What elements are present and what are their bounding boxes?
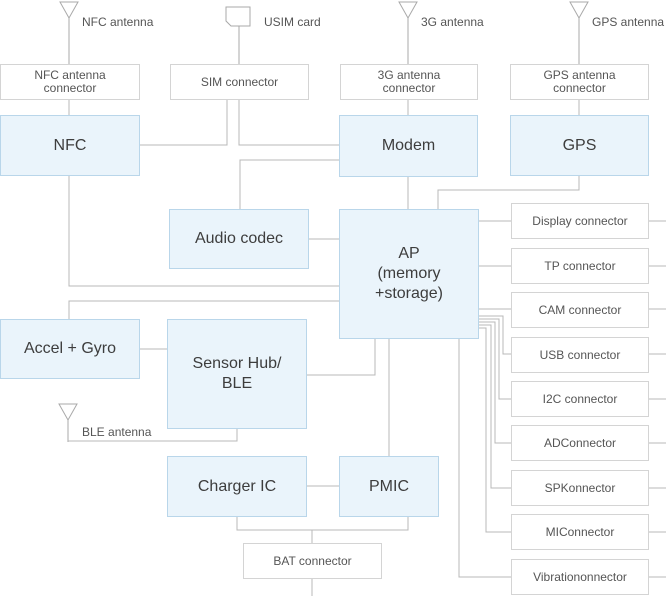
usim-card-label: USIM card — [264, 15, 321, 29]
usb-connector-label: USB connector — [539, 347, 621, 362]
gps-antenna-label: GPS antenna — [592, 15, 665, 29]
audio-codec-block-label: Audio codec — [194, 230, 284, 247]
tp-connector: TP connector — [511, 248, 649, 284]
tp-connector-label: TP connector — [544, 258, 616, 273]
ad-connector-label: ADConnector — [543, 435, 617, 450]
3g-antenna-connector-label: 3G antenna connector — [377, 68, 441, 95]
display-connector: Display connector — [511, 203, 649, 239]
usb-connector: USB connector — [511, 337, 649, 373]
bat-connector: BAT connector — [243, 543, 382, 579]
bat-connector-label: BAT connector — [273, 553, 352, 568]
charger-ic-block-label: Charger IC — [197, 477, 277, 495]
nfc-antenna-connector: NFC antenna connector — [0, 64, 140, 100]
spk-connector-label: SPKonnector — [544, 480, 616, 495]
vibration-connector: Vibrationonnector — [511, 559, 649, 595]
gps-antenna-connector: GPS antenna connector — [510, 64, 649, 100]
accel-gyro-block: Accel + Gyro — [0, 319, 140, 379]
audio-codec-block: Audio codec — [169, 209, 309, 269]
ap-block-label: AP (memory +storage) — [374, 245, 444, 302]
3g-antenna-connector: 3G antenna connector — [340, 64, 478, 100]
gps-block-label: GPS — [562, 136, 597, 154]
nfc-antenna-connector-label: NFC antenna connector — [34, 68, 106, 95]
ble-antenna-label: BLE antenna — [82, 425, 152, 439]
i2c-connector-label: I2C connector — [542, 391, 618, 406]
sensor-hub-block-label: Sensor Hub/ BLE — [192, 355, 282, 392]
pmic-block-label: PMIC — [369, 477, 409, 495]
antenna-icons — [58, 1, 589, 442]
sim-connector: SIM connector — [170, 64, 309, 100]
charger-ic-block: Charger IC — [167, 456, 307, 517]
gps-block: GPS — [510, 115, 649, 176]
spk-connector: SPKonnector — [511, 470, 649, 506]
mi-connector-label: MIConnector — [545, 524, 615, 539]
ap-block: AP (memory +storage) — [339, 209, 479, 339]
nfc-block: NFC — [0, 115, 140, 176]
3g-antenna-label: 3G antenna — [421, 15, 484, 29]
gps-antenna-icon — [569, 1, 589, 64]
cam-connector: CAM connector — [511, 292, 649, 328]
i2c-connector: I2C connector — [511, 381, 649, 417]
nfc-block-label: NFC — [53, 136, 87, 154]
modem-block-label: Modem — [381, 137, 436, 154]
3g-antenna-icon — [398, 1, 418, 64]
sensor-hub-block: Sensor Hub/ BLE — [167, 319, 307, 429]
mi-connector: MIConnector — [511, 514, 649, 550]
gps-antenna-connector-label: GPS antenna connector — [543, 68, 616, 95]
display-connector-label: Display connector — [532, 213, 628, 228]
usim-card-icon — [225, 6, 251, 27]
ad-connector: ADConnector — [511, 425, 649, 461]
nfc-antenna-icon — [59, 1, 79, 64]
connection-lines — [68, 100, 666, 596]
modem-block: Modem — [339, 115, 478, 177]
accel-gyro-block-label: Accel + Gyro — [23, 340, 117, 357]
pmic-block: PMIC — [339, 456, 439, 517]
sim-connector-label: SIM connector — [200, 74, 279, 89]
cam-connector-label: CAM connector — [538, 302, 622, 317]
ble-antenna-icon — [58, 403, 78, 442]
nfc-antenna-label: NFC antenna — [82, 15, 154, 29]
vibration-connector-label: Vibrationonnector — [533, 569, 627, 584]
